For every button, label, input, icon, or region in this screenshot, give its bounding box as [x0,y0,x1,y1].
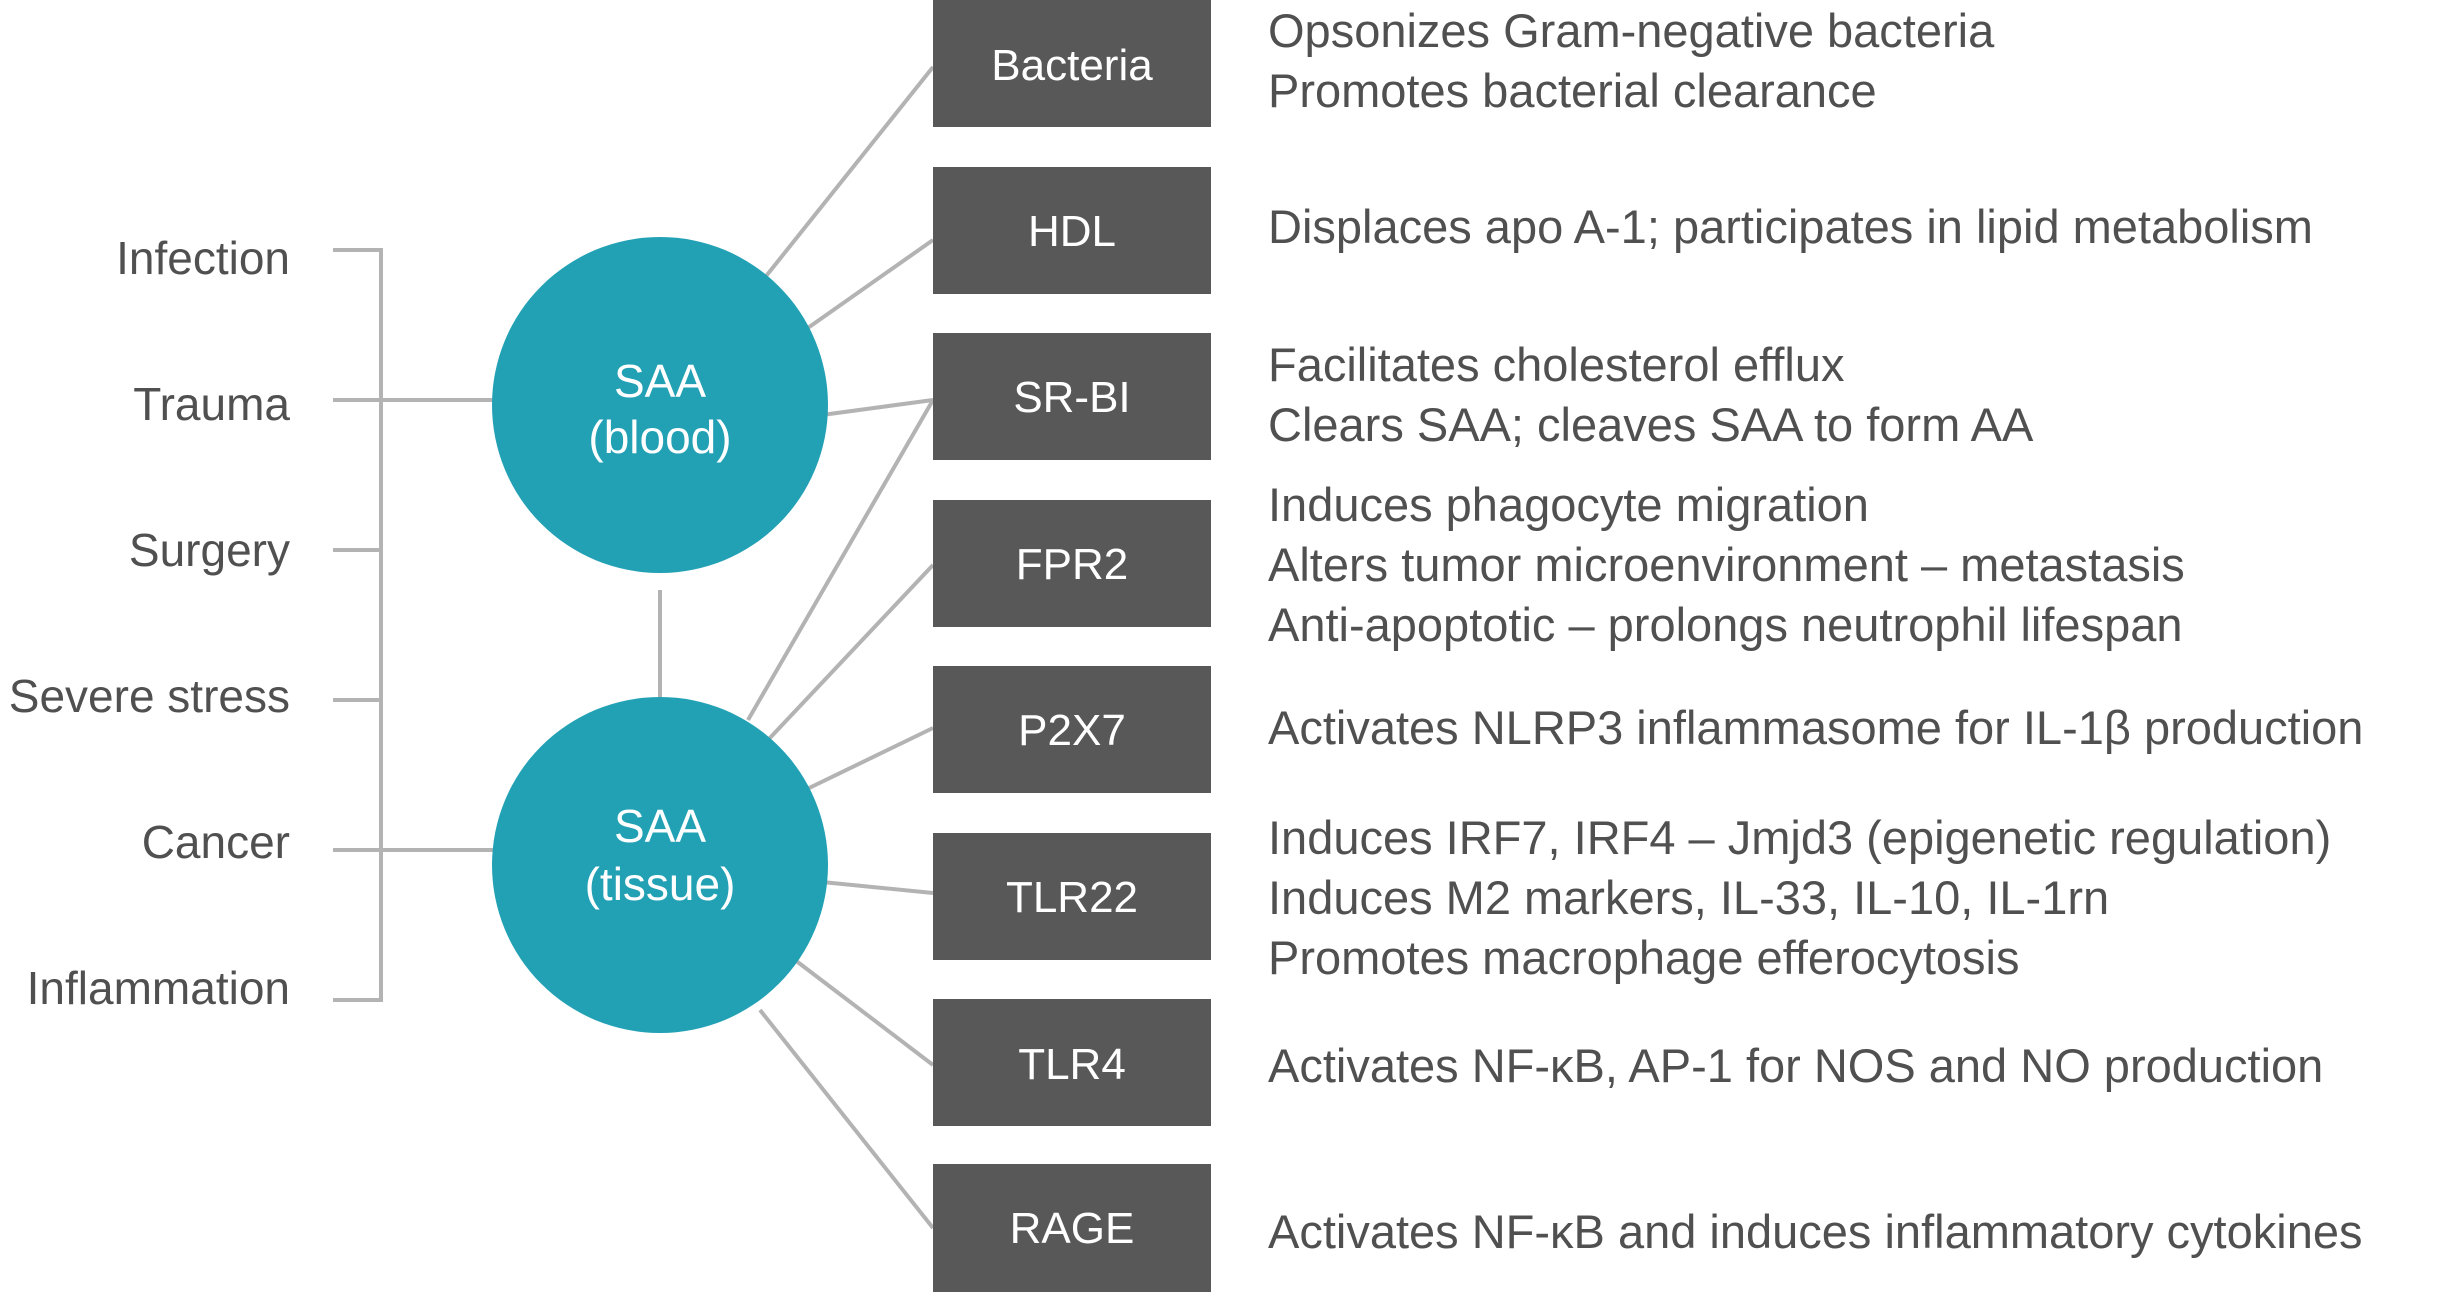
effect-srbi-1: Facilitates cholesterol efflux [1268,338,1844,391]
effect-fpr2-3: Anti-apoptotic – prolongs neutrophil lif… [1268,598,2182,651]
target-label-hdl: HDL [1028,207,1116,256]
target-label-rage: RAGE [1010,1204,1135,1253]
effect-fpr2-2: Alters tumor microenvironment – metastas… [1268,538,2185,591]
saa-tissue-circle [492,697,828,1033]
trigger-severe-stress: Severe stress [9,670,290,722]
effect-tlr22-1: Induces IRF7, IRF4 – Jmjd3 (epigenetic r… [1268,811,2331,864]
target-box-bacteria [933,0,1211,127]
effect-tlr22-2: Induces M2 markers, IL-33, IL-10, IL-1rn [1268,871,2109,924]
connector-srbi-blood [821,398,934,417]
effect-p2x7-1: Activates NLRP3 inflammasome for IL-1β p… [1268,701,2363,754]
trigger-infection: Infection [116,232,290,284]
target-label-fpr2: FPR2 [1016,540,1128,589]
target-label-tlr22: TLR22 [1006,873,1138,922]
saa-tissue-node: SAA (tissue) [492,697,828,1033]
connector-tlr4 [793,958,935,1067]
saa-blood-line1: SAA [614,355,706,407]
saa-blood-node: SAA (blood) [492,237,828,573]
connector-rage [758,1008,935,1230]
effect-bacteria-2: Promotes bacterial clearance [1268,64,1877,117]
target-label-tlr4: TLR4 [1018,1040,1126,1089]
effect-fpr2-1: Induces phagocyte migration [1268,478,1869,531]
trigger-bracket [333,248,495,1002]
trigger-list: Infection Trauma Surgery Severe stress C… [9,232,291,1014]
connector-p2x7 [804,726,934,792]
target-box-tlr4 [933,999,1211,1126]
effect-srbi-2: Clears SAA; cleaves SAA to form AA [1268,398,2034,451]
trigger-trauma: Trauma [133,378,290,430]
saa-tissue-line2: (tissue) [585,858,736,910]
trigger-inflammation: Inflammation [27,962,290,1014]
trigger-cancer: Cancer [142,816,290,868]
target-box-fpr2 [933,500,1211,627]
target-label-bacteria: Bacteria [991,41,1153,90]
connector-hdl [793,238,935,339]
effect-bacteria-1: Opsonizes Gram-negative bacteria [1268,4,1995,57]
target-box-tlr22 [933,833,1211,960]
effect-tlr22-3: Promotes macrophage efferocytosis [1268,931,2020,984]
target-box-p2x7 [933,666,1211,793]
effect-rage-1: Activates NF-κB and induces inflammatory… [1268,1205,2362,1258]
effect-tlr4-1: Activates NF-κB, AP-1 for NOS and NO pro… [1268,1039,2323,1092]
saa-blood-line2: (blood) [588,411,731,463]
target-label-p2x7: P2X7 [1018,706,1126,755]
target-connectors [746,65,935,1230]
target-box-srbi [933,333,1211,460]
effect-hdl-1: Displaces apo A-1; participates in lipid… [1268,200,2313,253]
effect-descriptions: Opsonizes Gram-negative bacteria Promote… [1268,4,2363,1258]
saa-blood-circle [492,237,828,573]
saa-tissue-line1: SAA [614,800,706,852]
target-box-rage [933,1164,1211,1292]
trigger-surgery: Surgery [129,524,290,576]
target-boxes: Bacteria HDL SR-BI FPR2 P2X7 TLR22 TLR4 … [933,0,1211,1292]
connector-tlr22 [821,880,934,895]
target-label-srbi: SR-BI [1013,373,1130,422]
connector-bacteria [753,65,935,292]
connector-fpr2 [766,563,935,742]
connector-srbi-tissue [746,398,935,722]
target-box-hdl [933,167,1211,294]
